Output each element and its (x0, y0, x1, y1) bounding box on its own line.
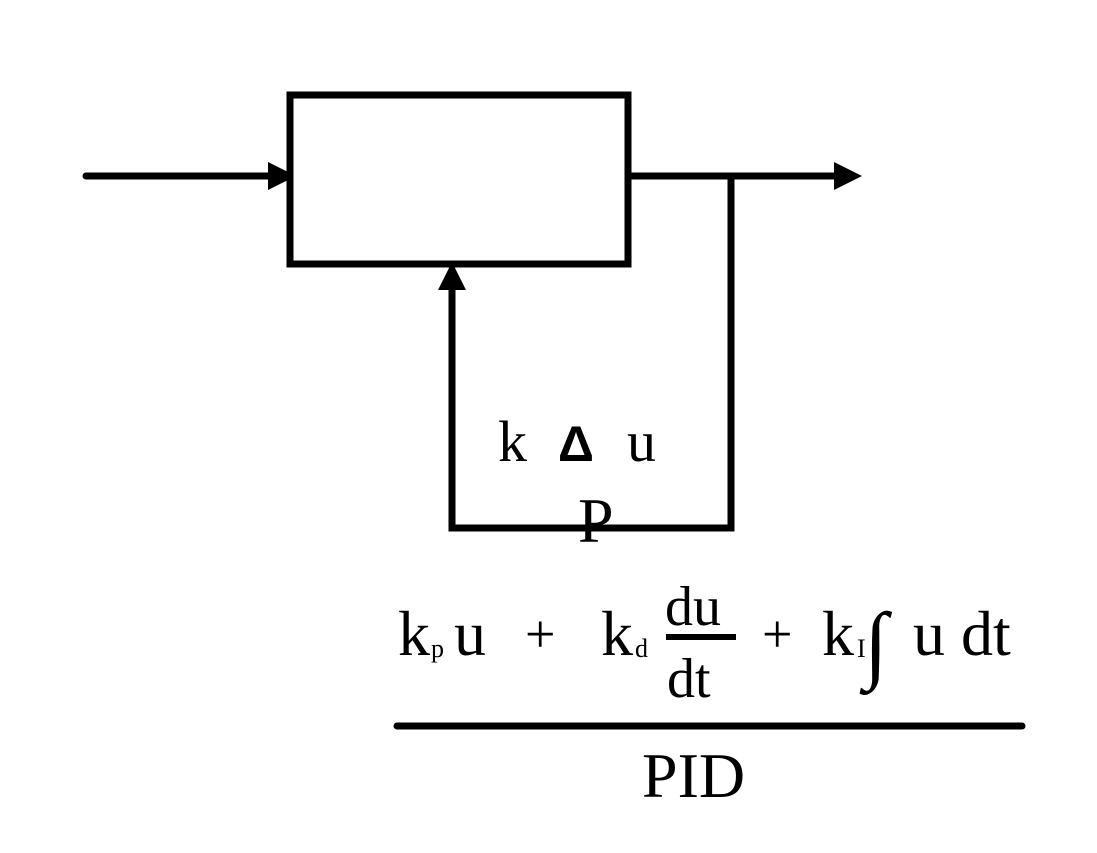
plus-sign-2: + (762, 604, 792, 664)
fraction-denominator: dt (667, 648, 711, 710)
plus-sign-1: + (525, 604, 555, 664)
kd-subscript: d (635, 634, 648, 663)
output-arrow (627, 162, 862, 190)
caption-pid: PID (642, 740, 745, 811)
pid-formula: k p u + k d du dt + k I ∫ u dt (398, 576, 1011, 710)
feedback-label: k Δ u P (498, 409, 656, 556)
process-block (286, 91, 632, 268)
integral-sign: ∫ (859, 595, 893, 696)
integrand: u dt (913, 598, 1011, 669)
ki-k: k (822, 598, 854, 669)
feedback-delta-symbol: Δ (558, 416, 594, 472)
kp-k: k (398, 598, 430, 669)
fraction-numerator: du (665, 576, 721, 638)
kp-u: u (454, 598, 486, 669)
feedback-p: P (578, 485, 614, 556)
feedback-u: u (627, 409, 656, 474)
ki-subscript: I (857, 634, 866, 663)
feedback-arrowhead (438, 262, 466, 290)
input-arrow (82, 162, 296, 190)
kp-subscript: p (431, 634, 444, 663)
feedback-loop (438, 172, 735, 532)
feedback-k: k (498, 409, 527, 474)
kd-k: k (601, 598, 633, 669)
